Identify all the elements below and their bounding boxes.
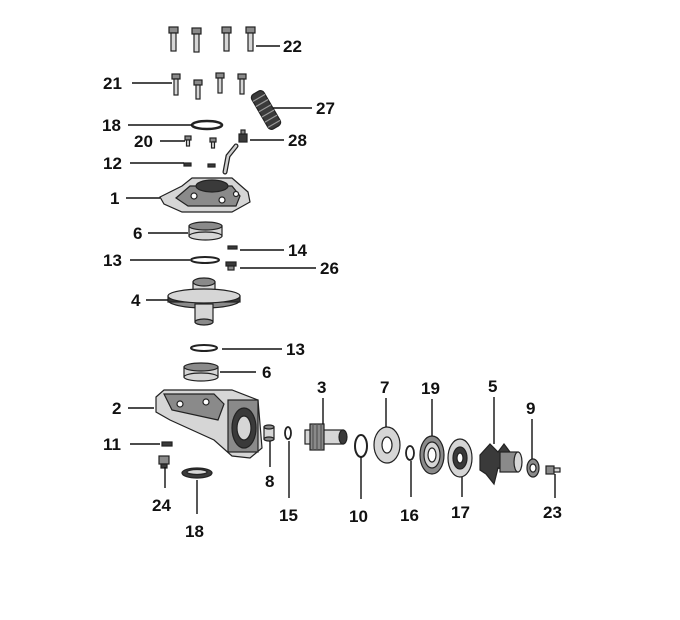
part-7-washer	[373, 426, 401, 464]
callout-5: 5	[488, 377, 497, 396]
part-24-fitting	[158, 455, 170, 469]
part-6-bearing-bottom	[183, 362, 219, 382]
part-16-ring	[405, 445, 415, 461]
callout-1: 1	[110, 189, 119, 208]
part-23-bolt	[545, 465, 561, 475]
part-6-bearing-top	[188, 221, 223, 241]
part-13-ring-top	[190, 256, 220, 264]
callout-16: 16	[400, 506, 419, 525]
callout-26: 26	[320, 259, 339, 278]
callout-7: 7	[380, 378, 389, 397]
callout-19: 19	[421, 379, 440, 398]
part-12-pins	[183, 162, 216, 168]
part-21-bolts	[171, 72, 247, 100]
callout-3: 3	[317, 378, 326, 397]
part-18-seal-bottom	[181, 467, 213, 479]
part-2-housing	[155, 389, 263, 459]
callout-18-bottom: 18	[185, 522, 204, 541]
callout-15: 15	[279, 506, 298, 525]
part-14-pin	[227, 245, 238, 250]
part-17-seal	[447, 438, 473, 478]
part-15-ring	[284, 426, 292, 440]
callout-23: 23	[543, 503, 562, 522]
callout-22: 22	[283, 37, 302, 56]
part-27-boot	[250, 90, 282, 130]
callout-21: 21	[103, 74, 122, 93]
callout-12: 12	[103, 154, 122, 173]
part-8-bushing	[263, 424, 275, 442]
callout-18-top: 18	[102, 116, 121, 135]
callout-6-bottom: 6	[262, 363, 271, 382]
callout-27: 27	[316, 99, 335, 118]
part-4-gear	[167, 277, 241, 326]
callout-6-top: 6	[133, 224, 142, 243]
callout-24: 24	[152, 496, 171, 515]
part-11-pin	[161, 441, 173, 447]
part-3-shaft	[304, 423, 348, 451]
part-26-plug	[225, 261, 237, 271]
part-10-ring	[354, 434, 368, 458]
part-28-fitting	[238, 129, 248, 143]
part-19-bearing	[419, 435, 445, 475]
callout-20: 20	[134, 132, 153, 151]
callout-4: 4	[131, 291, 141, 310]
callout-9: 9	[526, 399, 535, 418]
leader-lines	[126, 45, 556, 514]
callout-2: 2	[112, 399, 121, 418]
part-5-flange	[479, 443, 523, 486]
callout-labels: 22 21 27 18 20 28 12 1 6 14 13 26 4 13 6…	[102, 37, 562, 541]
part-13-ring-bottom	[190, 344, 218, 352]
part-9-nut	[526, 458, 540, 478]
callout-14: 14	[288, 241, 307, 260]
part-1-cover	[159, 177, 251, 213]
callout-13-bottom: 13	[286, 340, 305, 359]
part-20-small-bolts	[184, 135, 217, 149]
callout-13-top: 13	[103, 251, 122, 270]
callout-17: 17	[451, 503, 470, 522]
part-22-bolts	[168, 26, 256, 53]
callout-8: 8	[265, 472, 274, 491]
callout-11: 11	[103, 435, 121, 454]
callout-28: 28	[288, 131, 307, 150]
part-18-oring-top	[190, 119, 224, 131]
callout-10: 10	[349, 507, 368, 526]
